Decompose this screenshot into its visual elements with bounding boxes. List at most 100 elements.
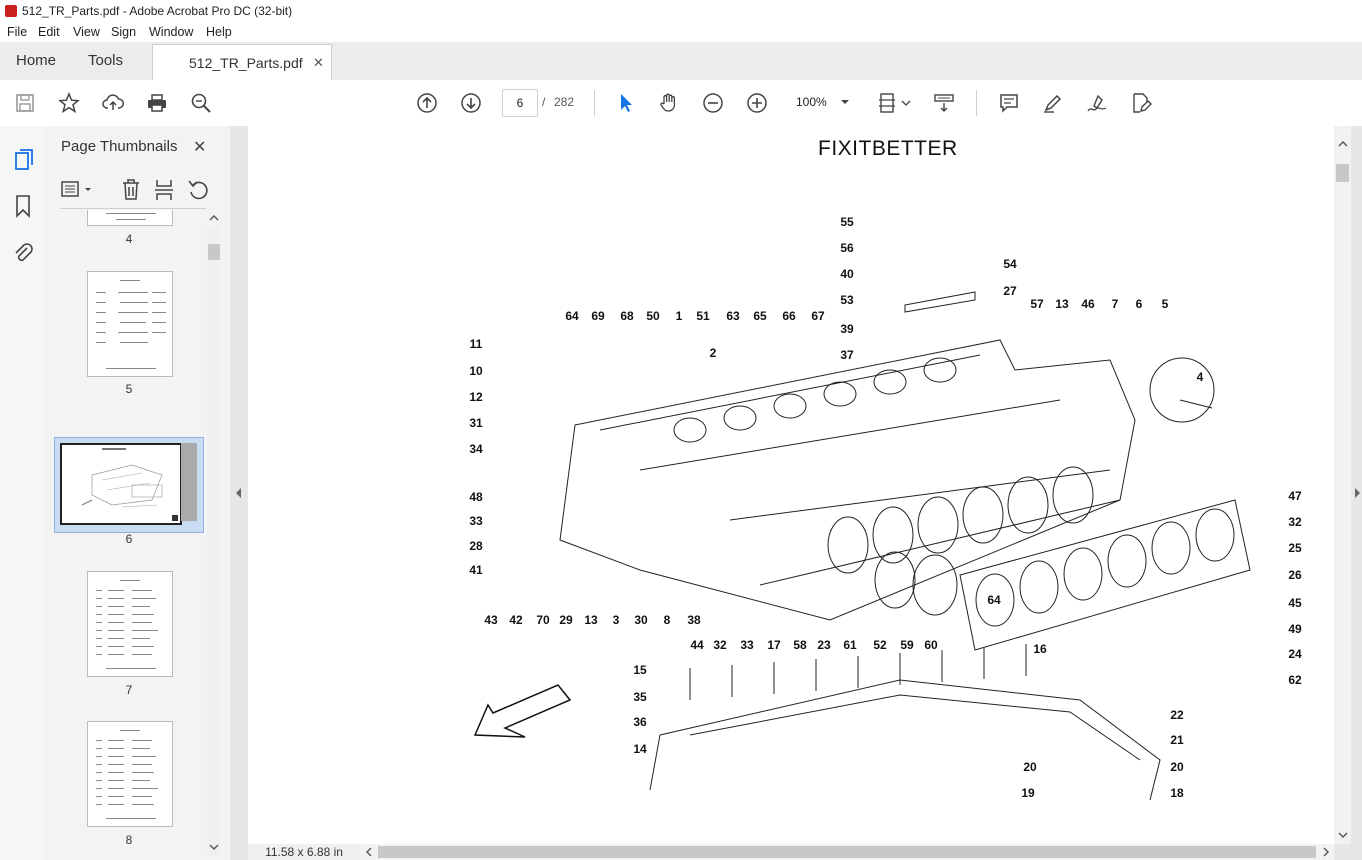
star-icon[interactable] (57, 91, 81, 115)
panel-divider (60, 208, 206, 209)
zoom-in-icon[interactable] (745, 91, 769, 115)
cylinder-liner (874, 551, 916, 609)
zoom-search-icon[interactable] (189, 91, 213, 115)
menu-window[interactable]: Window (149, 25, 194, 39)
document-scroll-thumb[interactable] (1336, 164, 1349, 182)
close-tab-icon[interactable]: ✕ (313, 55, 324, 70)
menu-edit[interactable]: Edit (38, 25, 60, 39)
gasket-bore (1195, 508, 1235, 562)
cylinder-bore (917, 496, 959, 554)
thumbnail-label: 8 (125, 833, 133, 847)
tab-tools[interactable]: Tools (88, 52, 124, 69)
menu-view[interactable]: View (73, 25, 100, 39)
gasket-bore (1063, 547, 1103, 601)
rotate-page-icon[interactable] (187, 178, 209, 202)
part-callout-61: 61 (843, 638, 857, 652)
page-separator: / (542, 95, 546, 109)
thumbnail-page-8[interactable] (87, 721, 173, 827)
menu-file[interactable]: File (7, 25, 28, 39)
part-callout-3: 3 (613, 613, 620, 627)
cylinder-bore (872, 506, 914, 564)
part-callout-66: 66 (782, 309, 796, 323)
next-page-icon[interactable] (459, 91, 483, 115)
attachment-icon[interactable] (11, 240, 35, 264)
upload-cloud-icon[interactable] (101, 91, 125, 115)
scroll-up-icon[interactable] (1337, 139, 1349, 149)
part-callout-37: 37 (840, 348, 854, 362)
part-callout-47: 47 (1288, 489, 1302, 503)
thumbnail-resize-handle[interactable] (172, 515, 178, 521)
total-pages: 282 (554, 95, 575, 109)
thumbnail-page-6 (60, 443, 182, 525)
comment-icon[interactable] (997, 91, 1021, 115)
hand-tool-icon[interactable] (657, 91, 681, 115)
scroll-left-icon[interactable] (364, 847, 374, 857)
part-callout-1: 1 (676, 309, 683, 323)
part-callout-42: 42 (509, 613, 523, 627)
tab-home[interactable]: Home (16, 52, 57, 69)
panel-title: Page Thumbnails (61, 138, 178, 155)
document-vertical-scrollbar[interactable] (1334, 126, 1351, 844)
list-options-icon (61, 181, 91, 197)
scroll-down-icon[interactable] (1337, 830, 1349, 840)
part-callout-10: 10 (469, 364, 483, 378)
part-callout-23: 23 (817, 638, 831, 652)
scroll-right-icon[interactable] (1321, 847, 1331, 857)
extract-pages-icon[interactable] (153, 178, 175, 202)
tab-document[interactable]: 512_TR_Parts.pdf ✕ (152, 44, 332, 81)
document-horizontal-scroll-thumb[interactable] (378, 846, 1316, 858)
save-icon[interactable] (13, 91, 37, 115)
toolbar-divider (594, 90, 595, 116)
part-callout-51: 51 (696, 309, 710, 323)
part-callout-60: 60 (924, 638, 938, 652)
thumbnail-page-4[interactable] (87, 210, 173, 226)
page-fit-icon[interactable] (877, 91, 913, 115)
scroll-down-icon[interactable] (208, 842, 220, 852)
edit-pdf-icon[interactable] (1129, 91, 1153, 115)
toolbar-divider (976, 90, 977, 116)
thumbnail-page-7[interactable] (87, 571, 173, 677)
direction-arrow (473, 684, 572, 738)
delete-page-icon[interactable] (120, 178, 142, 202)
cylinder-head-outline (559, 339, 1136, 621)
window-title: 512_TR_Parts.pdf - Adobe Acrobat Pro DC … (22, 4, 293, 18)
thumbnail-page-6-selected[interactable] (54, 437, 204, 533)
bookmark-icon[interactable] (13, 194, 33, 218)
part-callout-16: 16 (1033, 642, 1047, 656)
highlight-pen-icon[interactable] (1041, 91, 1065, 115)
cam-bearing (923, 357, 957, 383)
zoom-out-icon[interactable] (701, 91, 725, 115)
menu-help[interactable]: Help (206, 25, 232, 39)
cam-bearing (823, 381, 857, 407)
expand-right-pane-icon[interactable] (1354, 487, 1362, 499)
part-callout-50: 50 (646, 309, 660, 323)
thumbnail-page-5[interactable] (87, 271, 173, 377)
part-callout-15: 15 (633, 663, 647, 677)
menu-sign[interactable]: Sign (111, 25, 137, 39)
select-cursor-icon[interactable] (614, 91, 638, 115)
part-callout-22: 22 (1170, 708, 1184, 722)
part-callout-36: 36 (633, 715, 647, 729)
page-number-input[interactable]: 6 (502, 89, 538, 117)
print-icon[interactable] (145, 91, 169, 115)
close-panel-icon[interactable]: ✕ (193, 139, 207, 156)
draw-signature-icon[interactable] (1085, 91, 1109, 115)
scroll-up-icon[interactable] (208, 213, 220, 223)
zoom-dropdown[interactable]: 100% (790, 89, 858, 115)
gasket-bore (1107, 534, 1147, 588)
previous-page-icon[interactable] (415, 91, 439, 115)
part-callout-55: 55 (840, 215, 854, 229)
panel-scrollbar[interactable] (207, 226, 221, 856)
scroll-mode-icon[interactable] (932, 91, 956, 115)
thumbnail-options-menu[interactable] (60, 178, 96, 202)
head-gasket (959, 499, 1251, 651)
panel-scroll-thumb[interactable] (208, 244, 220, 260)
acrobat-app-icon (5, 5, 17, 17)
part-callout-67: 67 (811, 309, 825, 323)
gasket-bore (1019, 560, 1059, 614)
page-thumbnails-icon[interactable] (12, 148, 36, 172)
part-callout-20: 20 (1023, 760, 1037, 774)
collapse-panel-icon[interactable] (234, 487, 242, 499)
part-callout-32: 32 (713, 638, 727, 652)
part-callout-45: 45 (1288, 596, 1302, 610)
